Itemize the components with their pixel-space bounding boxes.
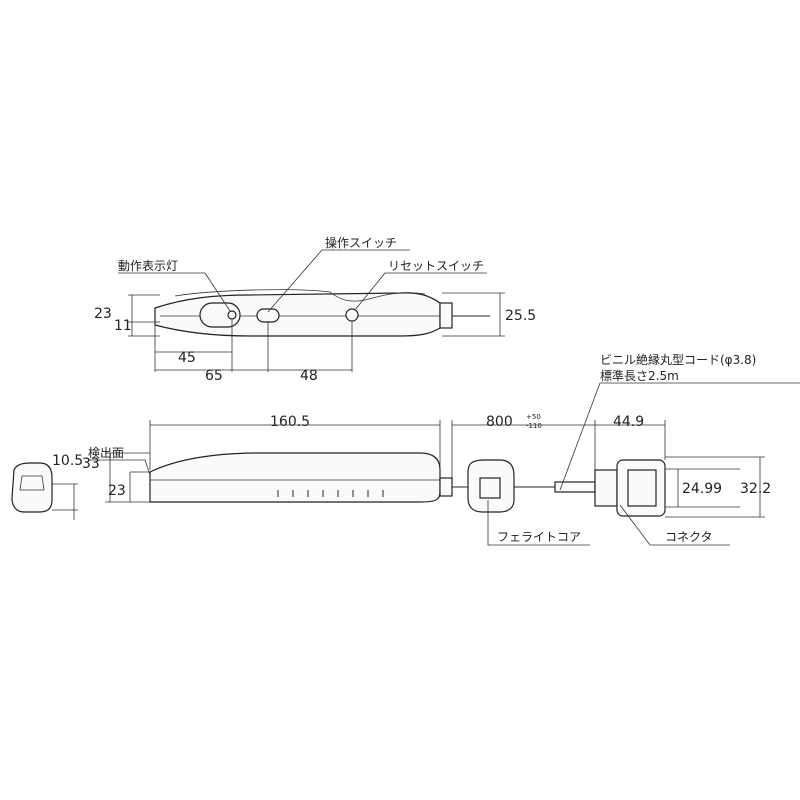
ferrite-core-leader	[487, 500, 590, 546]
top-view-ridge	[174, 289, 426, 302]
dim-face-height: 23	[108, 483, 126, 499]
dim-48: 48	[300, 368, 318, 384]
dim-length: 160.5	[270, 414, 310, 430]
front-view	[88, 382, 800, 546]
dim-connector-outer: 32.2	[740, 481, 771, 497]
indicator-lamp-mark	[227, 310, 237, 320]
reset-switch-mark	[345, 308, 359, 322]
end-view-body	[11, 462, 53, 513]
top-view-gland	[439, 302, 453, 329]
detection-face-leader	[88, 459, 151, 476]
dim-connector-length: 44.9	[613, 414, 644, 430]
label-detection-face: 検出面	[88, 446, 124, 460]
connector-nut	[594, 469, 618, 507]
connector-leader	[619, 504, 730, 546]
label-ferrite-core: フェライトコア	[497, 530, 581, 544]
end-view	[11, 462, 78, 520]
front-view-body	[149, 452, 441, 503]
indicator-lamp-leader	[118, 272, 231, 312]
top-view-body	[154, 292, 441, 337]
label-cable-length: 標準長さ2.5m	[600, 368, 679, 383]
dim-cable-tol-minus: -110	[526, 422, 542, 430]
ferrite-core-inner	[479, 477, 501, 499]
end-view-detail	[19, 475, 45, 491]
cable-leader	[559, 382, 800, 491]
dim-45: 45	[178, 350, 196, 366]
dim-top-height: 23	[94, 306, 112, 322]
label-cable: ビニル絶縁丸型コード(φ3.8)	[600, 352, 756, 367]
dim-cable-tol-plus: +50	[526, 413, 541, 421]
top-view	[118, 249, 505, 372]
label-indicator-lamp: 動作表示灯	[118, 259, 178, 273]
operation-switch-mark	[256, 308, 280, 323]
dim-top-small: 11	[114, 318, 132, 334]
operation-switch-leader	[267, 249, 410, 313]
connector-window	[627, 469, 657, 507]
front-view-gland	[439, 477, 453, 497]
label-connector: コネクタ	[665, 530, 713, 544]
dim-65: 65	[205, 368, 223, 384]
dim-connector-inner: 24.99	[682, 481, 722, 497]
dim-cable-length: 800	[486, 414, 513, 430]
reset-switch-leader	[354, 272, 487, 311]
dim-top-right: 25.5	[505, 308, 536, 324]
label-operation-switch: 操作スイッチ	[325, 235, 397, 250]
dim-side-width: 10.5	[52, 453, 83, 469]
vent-slots	[277, 490, 384, 497]
top-view-recess-left	[199, 302, 241, 328]
dim-body-height: 33	[82, 456, 100, 472]
label-reset-switch: リセットスイッチ	[388, 259, 484, 273]
